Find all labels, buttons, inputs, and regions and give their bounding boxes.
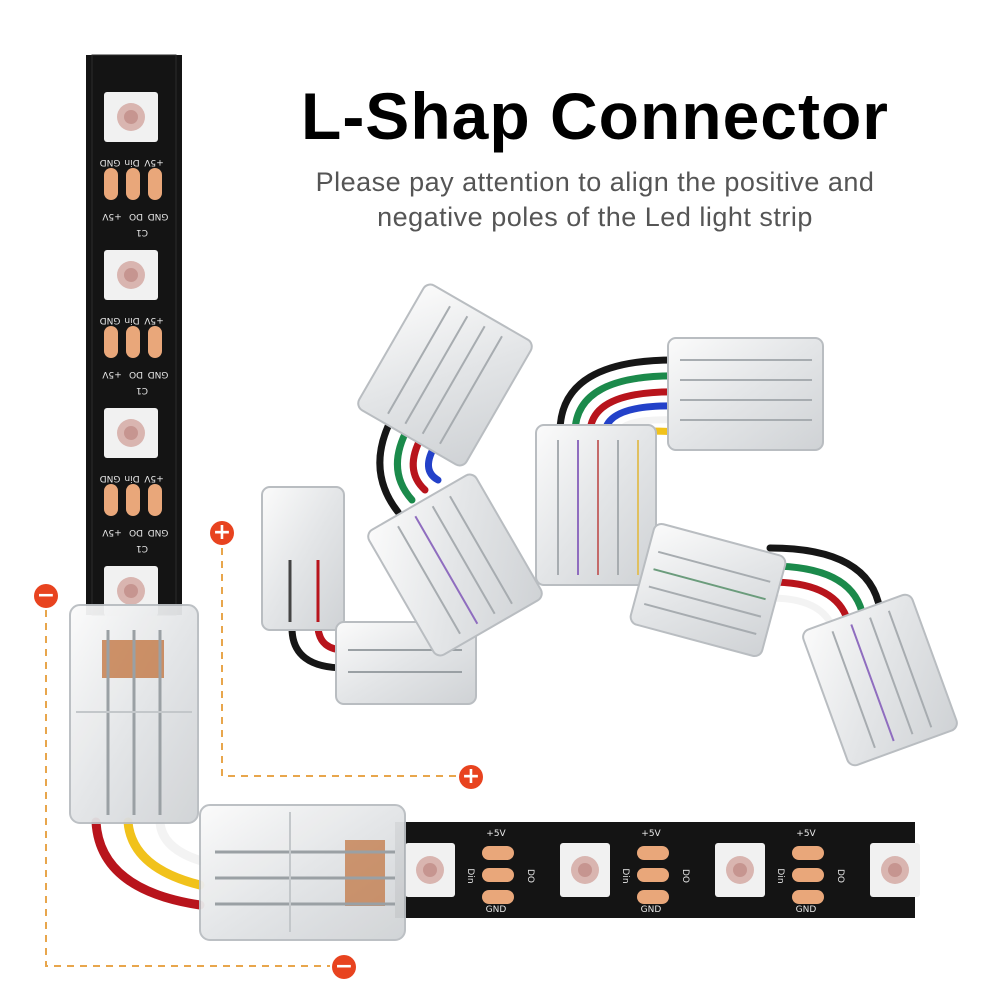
strip-label-gnd: GND [796, 905, 817, 915]
strip-label-c1: C1 [136, 385, 148, 395]
strip-label-do: DO [129, 211, 143, 221]
strip-label-gnd: GND [100, 315, 121, 325]
strip-label-do: DO [129, 369, 143, 379]
horizontal-strip-segment: Din DO +5V GND [560, 829, 690, 915]
strip-label-din: Din [124, 315, 139, 325]
positive-badge-top: + [210, 521, 234, 545]
strip-label-do: DO [835, 869, 845, 883]
angled-four-wire-connector [357, 283, 543, 657]
strip-label-din: Din [124, 157, 139, 167]
polarity-guide-lines [45, 548, 458, 967]
strip-label-c1: C1 [136, 543, 148, 553]
strip-label-do: DO [680, 869, 690, 883]
strip-label-din: Din [465, 868, 475, 883]
strip-label-gnd: GND [100, 473, 121, 483]
main-vertical-connector [69, 604, 199, 824]
strip-label-gnd: GND [148, 211, 169, 221]
strip-label-5v: +5V [101, 369, 121, 379]
strip-label-gnd: GND [100, 157, 121, 167]
strip-label-5v: +5V [101, 211, 121, 221]
strip-label-gnd: GND [486, 905, 507, 915]
main-horizontal-connector [199, 804, 406, 941]
strip-label-gnd: GND [641, 905, 662, 915]
page-title: L-Shap Connector [301, 79, 889, 153]
strip-label-5v: +5V [143, 157, 163, 167]
vertical-strip-segment [104, 566, 158, 616]
strip-label-5v: +5V [796, 829, 816, 839]
strip-label-5v: +5V [486, 829, 506, 839]
strip-label-do: DO [525, 869, 535, 883]
six-wire-l-connector [535, 337, 824, 586]
strip-label-din: Din [775, 868, 785, 883]
strip-label-5v: +5V [143, 473, 163, 483]
negative-badge-left: − [34, 584, 58, 608]
negative-badge-bottom: − [332, 955, 356, 979]
horizontal-led-strip: Din DO +5V GND Din DO +5V GND Din DO +5V GND [395, 822, 920, 918]
strip-label-5v: +5V [641, 829, 661, 839]
strip-label-gnd: GND [148, 369, 169, 379]
strip-label-din: Din [620, 868, 630, 883]
four-wire-angled-connector [629, 522, 958, 767]
strip-label-5v: +5V [143, 315, 163, 325]
main-connector-wires [91, 817, 210, 910]
strip-label-gnd: GND [148, 527, 169, 537]
subtitle-line-2: negative poles of the Led light strip [377, 202, 813, 232]
horizontal-strip-segment: Din DO +5V GND [715, 829, 845, 915]
strip-label-c1: C1 [136, 227, 148, 237]
strip-label-do: DO [129, 527, 143, 537]
subtitle-line-1: Please pay attention to align the positi… [315, 167, 875, 197]
horizontal-strip-segment [870, 843, 920, 897]
horizontal-strip-segment: Din DO +5V GND [405, 829, 535, 915]
strip-label-5v: +5V [101, 527, 121, 537]
strip-label-din: Din [124, 473, 139, 483]
positive-badge-right: + [459, 765, 483, 789]
